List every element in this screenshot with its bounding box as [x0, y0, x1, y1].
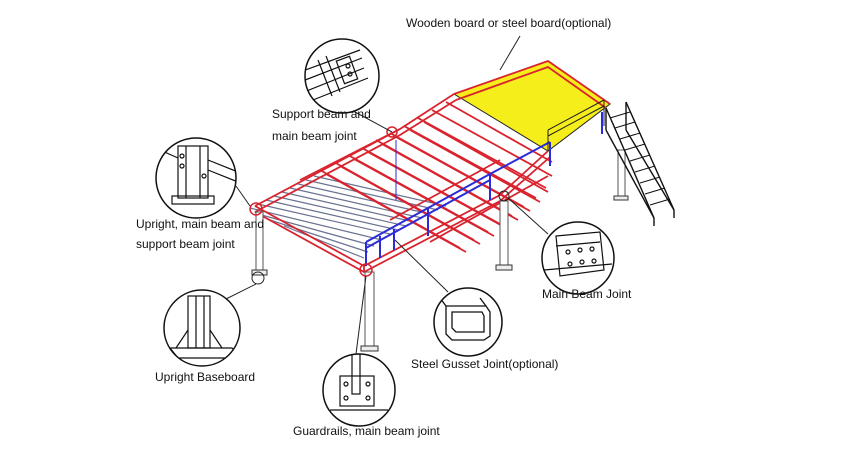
magnifier-circle-icon: [155, 137, 237, 219]
magnifier-circle-icon: [433, 287, 503, 357]
magnifier-circle-icon: [322, 353, 396, 427]
label-upright-baseboard: Upright Baseboard: [155, 370, 256, 384]
label-support-beam-joint: Support beam and main beam joint: [272, 107, 371, 144]
grating-deck: [249, 175, 447, 259]
label-deck-board: Wooden board or steel board(optional): [406, 16, 612, 30]
label-upright-joint-line1: Upright, main beam and: [136, 217, 265, 231]
staircase-icon: [605, 101, 675, 226]
label-upright-joint-line2: support beam joint: [136, 237, 235, 251]
magnifier-circle-icon: [163, 289, 241, 367]
label-main-beam-joint: Main Beam Joint: [542, 287, 632, 301]
magnifier-circle-icon: [541, 221, 615, 295]
magnifier-circle-icon: [304, 38, 380, 114]
label-support-beam-joint-line2: main beam joint: [272, 129, 357, 143]
label-guardrail-joint: Guardrails, main beam joint: [293, 424, 440, 438]
guardrails: [365, 112, 603, 266]
deck-rails: [547, 99, 605, 151]
label-upright-joint: Upright, main beam and support beam join…: [136, 217, 264, 252]
joint-markers-dark: [251, 190, 510, 285]
label-support-beam-joint-line1: Support beam and: [272, 107, 371, 121]
label-steel-gusset: Steel Gusset Joint(optional): [411, 357, 559, 371]
leader-lines: [223, 35, 549, 355]
deck-board-area: [452, 60, 611, 152]
